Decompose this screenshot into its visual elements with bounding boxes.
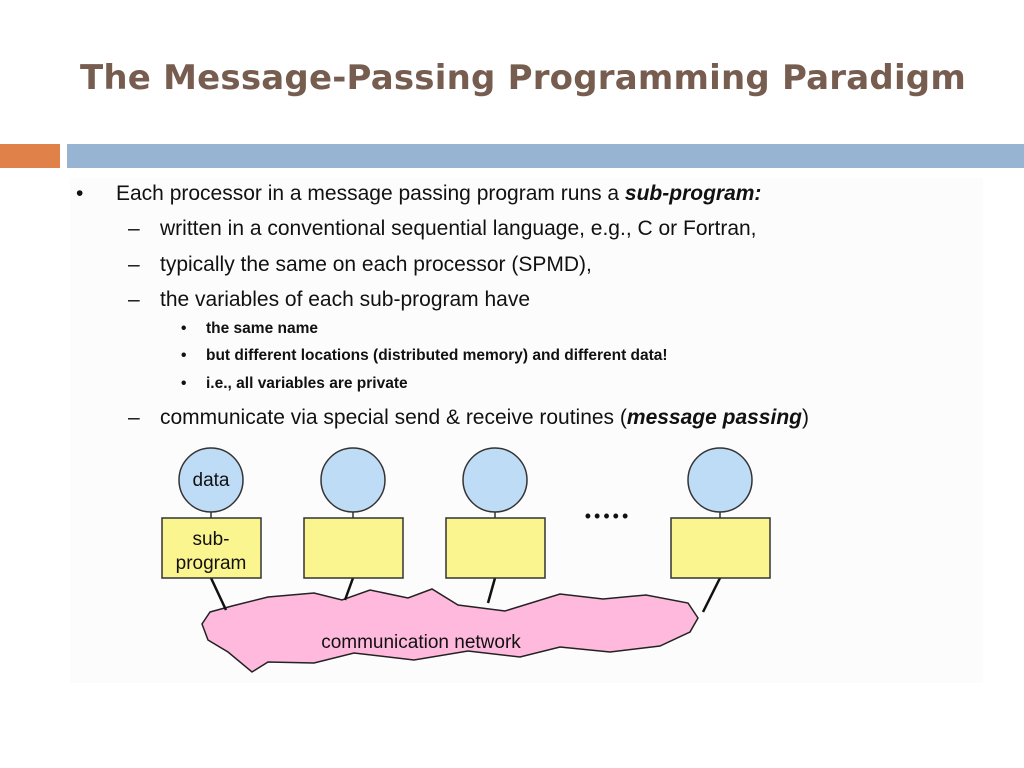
connector-line [343,577,355,601]
bullet-main-text: Each processor in a message passing prog… [116,182,625,205]
accent-bar-orange [0,144,60,168]
subprogram-label-line1: sub- [193,529,230,550]
subprogram-box [670,517,771,579]
communicate-text-end: ) [801,406,809,429]
subsub-bullet-private: i.e., all variables are private [206,375,408,392]
subprogram-label-line2: program [176,553,247,574]
sub-bullet-spmd: typically the same on each processor (SP… [160,253,592,276]
subsub-marker: • [181,320,187,337]
connector-line [209,577,228,611]
subprogram-box [445,517,546,579]
subprogram-box [303,517,404,579]
subprogram-boxes [161,517,771,579]
subsub-marker: • [181,375,187,392]
content-panel [70,178,983,683]
bullet-main-emphasis: sub-program: [624,182,762,205]
communication-network-shape [201,588,699,673]
bullet-main: Each processor in a message passing prog… [116,182,761,206]
data-circle [320,447,386,513]
connector-line [701,577,722,613]
communicate-text: communicate via special send & receive r… [160,406,627,429]
bullet-marker: • [76,182,84,205]
dash-marker: – [128,217,140,240]
dash-marker: – [128,406,140,429]
subsub-marker: • [181,347,187,364]
data-circle [462,447,528,513]
circle-box-connectors [210,510,721,518]
sub-bullet-communicate: communicate via special send & receive r… [160,406,809,430]
data-circle [687,447,753,513]
connector-line [486,577,497,604]
data-circle [178,447,244,513]
sub-bullet-variables: the variables of each sub-program have [160,288,531,311]
subsub-bullet-same-name: the same name [206,320,318,337]
page-title: The Message-Passing Programming Paradigm [80,58,966,98]
network-label: communication network [321,632,521,653]
subsub-bullet-different-locations: but different locations (distributed mem… [206,347,668,364]
ellipsis-dots: ••••• [585,506,632,526]
data-label: data [193,470,230,491]
sub-bullet-language: written in a conventional sequential lan… [160,217,757,240]
message-passing-emphasis: message passing [626,406,802,429]
dash-marker: – [128,288,140,311]
data-circles [178,447,753,513]
box-network-connectors [209,577,722,613]
dash-marker: – [128,253,140,276]
subprogram-box [161,517,262,579]
accent-bar-blue [67,144,1024,168]
